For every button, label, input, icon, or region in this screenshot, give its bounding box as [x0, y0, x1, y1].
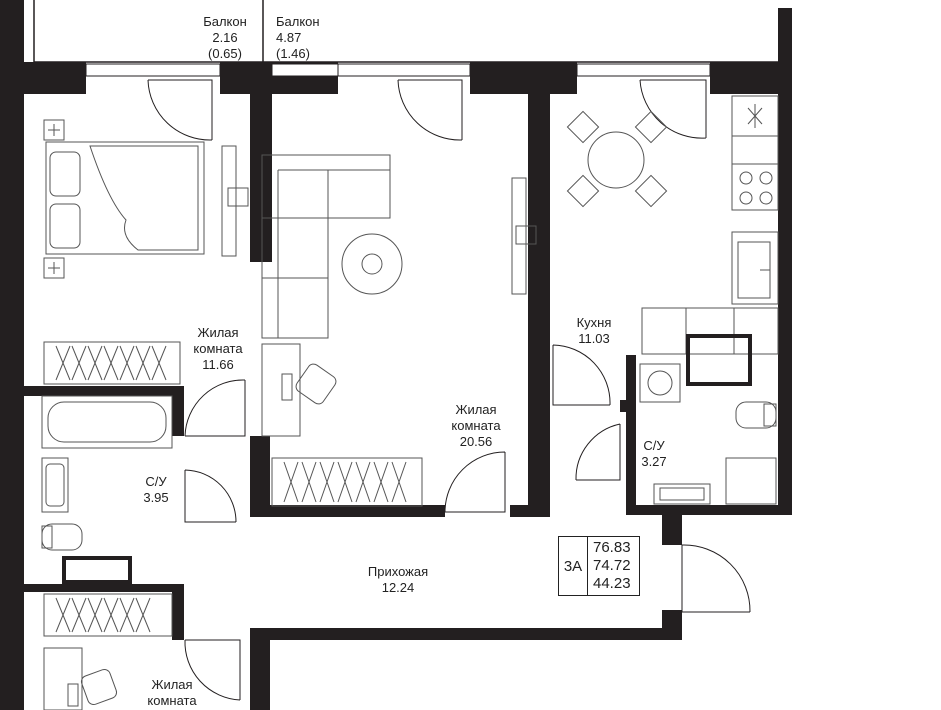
balcony1-area2: (0.65)	[208, 46, 242, 61]
room3-name1: Жилая	[151, 677, 193, 692]
total-area: 76.83	[593, 539, 631, 556]
wardrobe-living	[271, 457, 423, 507]
room3-name2: комната	[147, 693, 197, 708]
bath2-name: С/У	[643, 438, 665, 453]
bath2-area: 3.27	[641, 454, 667, 469]
bed	[45, 141, 205, 255]
living-area: 20.56	[459, 434, 493, 449]
hall-name: Прихожая	[367, 564, 429, 579]
bath1-name: С/У	[145, 474, 167, 489]
hall-area: 12.24	[381, 580, 415, 595]
living-area-total: 44.23	[593, 575, 631, 592]
doors	[147, 79, 751, 701]
living-name1: Жилая	[455, 402, 497, 417]
balcony1-area: 2.16	[212, 30, 238, 45]
living-name2: комната	[451, 418, 501, 433]
bedroom-name2: комната	[193, 341, 243, 356]
room3-label: Жилая комната	[140, 677, 204, 709]
bath1-fixtures	[41, 395, 173, 551]
balcony-outline	[33, 0, 778, 63]
sockets	[43, 119, 65, 279]
tv-living	[511, 177, 537, 295]
vent-shaft	[686, 334, 752, 386]
apartment-areas: 76.83 74.72 44.23	[593, 539, 631, 593]
vent-shaft-2	[62, 556, 132, 584]
bath2-fixtures	[639, 363, 777, 505]
apartment-tag: 3А 76.83 74.72 44.23	[558, 536, 640, 596]
balcony2-label: Балкон 4.87 (1.46)	[276, 14, 336, 62]
area-without-balcony: 74.72	[593, 557, 631, 574]
desk-room3	[43, 647, 118, 710]
balcony1-label: Балкон 2.16 (0.65)	[196, 14, 254, 62]
kitchen-label: Кухня 11.03	[568, 315, 620, 347]
wardrobe-bedroom	[43, 341, 181, 385]
balcony1-name: Балкон	[203, 14, 247, 29]
kitchen-counter	[641, 95, 779, 355]
sofa	[261, 154, 391, 339]
hall-label: Прихожая 12.24	[360, 564, 436, 596]
balcony2-area: 4.87	[276, 30, 302, 45]
balcony2-name: Балкон	[276, 14, 320, 29]
living-label: Жилая комната 20.56	[444, 402, 508, 450]
bedroom-label: Жилая комната 11.66	[186, 325, 250, 373]
bath1-label: С/У 3.95	[136, 474, 176, 506]
bath1-area: 3.95	[143, 490, 169, 505]
windows	[85, 63, 711, 77]
bath2-label: С/У 3.27	[634, 438, 674, 470]
kitchen-name: Кухня	[576, 315, 612, 330]
coffee-table	[341, 233, 403, 295]
bedroom-area: 11.66	[202, 357, 234, 372]
dining-set	[566, 110, 668, 208]
walls	[0, 0, 792, 710]
apartment-code: 3А	[559, 537, 588, 595]
wardrobe-room3	[43, 593, 173, 637]
desk-living	[261, 343, 337, 437]
balcony2-area2: (1.46)	[276, 46, 310, 61]
kitchen-area: 11.03	[578, 331, 610, 346]
desk-bedroom	[221, 145, 249, 257]
bedroom-name1: Жилая	[197, 325, 239, 340]
